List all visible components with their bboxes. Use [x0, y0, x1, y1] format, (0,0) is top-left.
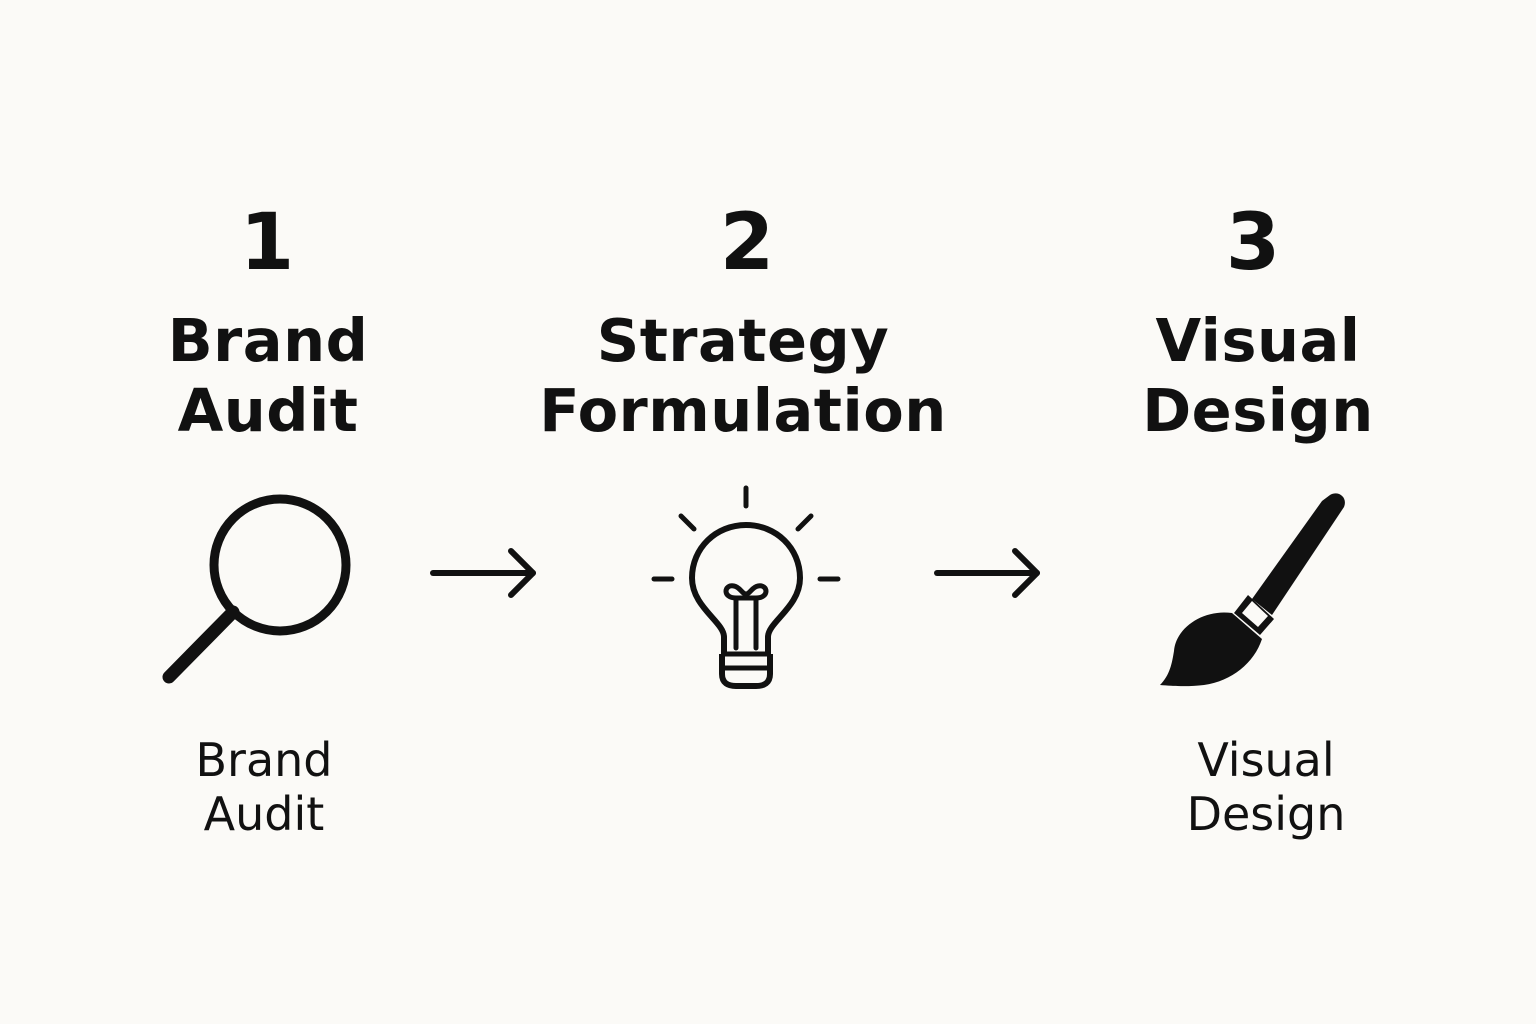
step-3-caption-line1: Visual: [1197, 733, 1335, 787]
step-3-title-line1: Visual: [1155, 306, 1361, 375]
step-1-caption: Brand Audit: [104, 733, 424, 841]
magnifying-glass-icon: [162, 494, 351, 684]
step-3-title-line2: Design: [1142, 376, 1374, 445]
step-2-title: Strategy Formulation: [533, 306, 953, 446]
step-1-title: Brand Audit: [58, 306, 478, 446]
step-2-title-line1: Strategy: [596, 306, 890, 375]
step-1-number: 1: [239, 198, 295, 288]
paintbrush-icon: [1160, 493, 1345, 687]
step-3-caption-line2: Design: [1186, 787, 1346, 841]
step-1-title-line1: Brand: [167, 306, 369, 375]
step-3-number: 3: [1225, 198, 1281, 288]
arrow-right-icon: [430, 548, 536, 598]
step-2-number: 2: [719, 198, 775, 288]
step-1-caption-line1: Brand: [195, 733, 333, 787]
arrow-right-icon: [934, 548, 1040, 598]
step-1-caption-line2: Audit: [203, 787, 325, 841]
step-2-title-line2: Formulation: [539, 376, 947, 445]
step-1-title-line2: Audit: [177, 376, 359, 445]
step-3-title: Visual Design: [1048, 306, 1468, 446]
lightbulb-icon: [651, 485, 841, 689]
step-3-caption: Visual Design: [1106, 733, 1426, 841]
